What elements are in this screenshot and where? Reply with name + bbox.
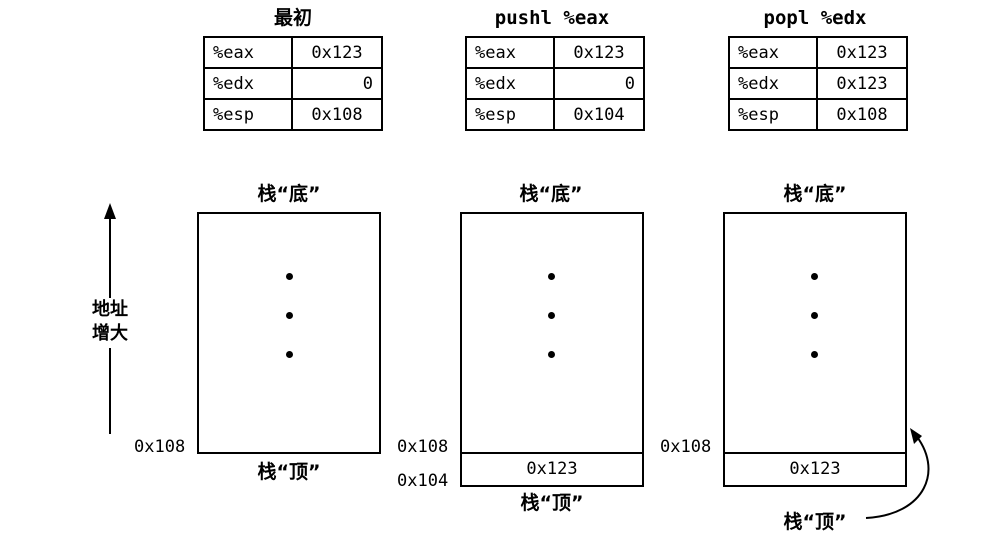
register-name: %edx [728, 67, 818, 100]
panel-1-stack-bottom-label: 栈“底” [257, 183, 321, 205]
ellipsis-dot [286, 312, 293, 319]
register-value: 0x123 [553, 36, 645, 69]
ellipsis-dot [548, 312, 555, 319]
register-value: 0 [553, 67, 645, 100]
panel-3-address-0x108: 0x108 [660, 437, 712, 457]
register-value: 0x123 [291, 36, 383, 69]
ellipsis-dot [548, 273, 555, 280]
axis-label-line-2: 增大 [92, 323, 128, 344]
curved-pointer-arrow-icon [865, 428, 930, 519]
register-row: %edx 0 [465, 67, 645, 100]
panel-3-stack [723, 212, 907, 454]
panel-3-stack-bottom-label: 栈“底” [783, 183, 847, 205]
panel-2-address-0x104: 0x104 [397, 471, 449, 491]
register-value: 0x108 [816, 98, 908, 131]
register-row: %esp 0x108 [203, 98, 383, 131]
panel-1-address-0x108: 0x108 [134, 437, 186, 457]
register-value: 0x104 [553, 98, 645, 131]
panel-1-stack [197, 212, 381, 454]
ellipsis-dot [811, 351, 818, 358]
register-name: %edx [465, 67, 555, 100]
panel-3-stack-top-label: 栈“顶” [783, 511, 847, 533]
register-value: 0x108 [291, 98, 383, 131]
register-row: %eax 0x123 [203, 36, 383, 69]
register-value: 0x123 [816, 67, 908, 100]
ellipsis-dot [286, 351, 293, 358]
register-value: 0x123 [816, 36, 908, 69]
register-name: %esp [203, 98, 293, 131]
panel-1-stack-top-label: 栈“顶” [257, 461, 321, 483]
register-row: %edx 0x123 [728, 67, 908, 100]
ellipsis-dot [286, 273, 293, 280]
register-row: %esp 0x104 [465, 98, 645, 131]
axis-label-background [84, 298, 136, 348]
axis-label-line-1: 地址 [92, 299, 128, 320]
register-value: 0 [291, 67, 383, 100]
panel-3-title: popl %edx [763, 7, 867, 29]
ellipsis-dot [811, 273, 818, 280]
panel-1-title: 最初 [273, 7, 312, 29]
panel-3-stack-cell: 0x123 [723, 452, 907, 487]
panel-2-address-0x108: 0x108 [397, 437, 449, 457]
register-name: %eax [465, 36, 555, 69]
panel-1-register-table: %eax 0x123 %edx 0 %esp 0x108 [203, 36, 383, 131]
panel-2-stack-top-label: 栈“顶” [520, 492, 584, 514]
ellipsis-dot [548, 351, 555, 358]
panel-2-stack-bottom-label: 栈“底” [519, 183, 583, 205]
panel-3-register-table: %eax 0x123 %edx 0x123 %esp 0x108 [728, 36, 908, 131]
register-name: %eax [203, 36, 293, 69]
panel-2-stack-cell: 0x123 [460, 452, 644, 487]
ellipsis-dot [811, 312, 818, 319]
panel-2-register-table: %eax 0x123 %edx 0 %esp 0x104 [465, 36, 645, 131]
register-name: %edx [203, 67, 293, 100]
register-name: %eax [728, 36, 818, 69]
register-name: %esp [465, 98, 555, 131]
register-row: %eax 0x123 [465, 36, 645, 69]
panel-2-title: pushl %eax [494, 7, 610, 29]
register-row: %edx 0 [203, 67, 383, 100]
register-row: %esp 0x108 [728, 98, 908, 131]
register-row: %eax 0x123 [728, 36, 908, 69]
register-name: %esp [728, 98, 818, 131]
panel-2-stack [460, 212, 644, 454]
